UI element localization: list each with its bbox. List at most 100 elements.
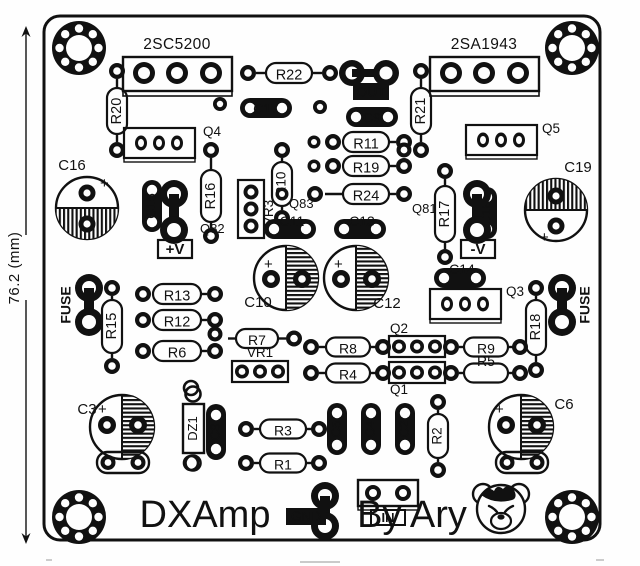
ref-c9: C9 — [363, 110, 381, 126]
dimension-bottom-stub — [46, 559, 604, 563]
ref-q82: Q82 — [200, 221, 225, 236]
capacitor-c2: C2 — [395, 403, 415, 455]
polarity-plus: + — [540, 229, 549, 246]
ref-c16: C16 — [58, 157, 86, 174]
ref-r8: R8 — [339, 341, 357, 357]
ref-c13: C13 — [349, 213, 375, 229]
resistor: R2 — [426, 394, 450, 478]
mounting-hole — [52, 490, 106, 544]
ref-r9: R9 — [477, 341, 495, 357]
ref-c14: C14 — [449, 261, 475, 277]
polarity-plus: + — [98, 401, 107, 418]
ref-r22: R22 — [276, 68, 303, 84]
polarity-plus: + — [100, 175, 109, 192]
ref-c12: C12 — [373, 295, 401, 312]
ref-c2: C2 — [396, 421, 411, 438]
ref-r17: R17 — [437, 201, 453, 228]
resistor: R4 — [303, 362, 391, 384]
vminus-label: -V — [471, 241, 486, 258]
vplus-pad-group: +V — [156, 180, 194, 260]
capacitor-c14: C14 — [434, 261, 486, 288]
ref-c8: C8 — [207, 424, 222, 441]
device-label-npn: 2SC5200 — [143, 36, 210, 53]
ref-r1: R1 — [274, 457, 292, 473]
mounting-holes-group — [52, 21, 599, 544]
resistor: R24 — [307, 182, 412, 206]
ref-r11: R11 — [353, 137, 379, 153]
device-label-pnp: 2SA1943 — [451, 36, 518, 53]
capacitor-c11: C11 — [264, 213, 316, 239]
polarity-plus: + — [495, 401, 504, 418]
vminus-pad-group: -V — [459, 180, 497, 260]
ref-r5: R5 — [477, 353, 495, 369]
board-title: DXAmp — [140, 494, 271, 536]
capacitor-c3-pads — [95, 450, 151, 475]
resistor: R13 — [135, 282, 223, 306]
resistor: R6 — [135, 339, 223, 363]
out-pad-label: OUT — [356, 84, 386, 100]
resistor: R12 — [135, 308, 223, 332]
board-author: By Ary — [357, 494, 467, 536]
ref-q2: Q2 — [390, 321, 408, 336]
ref-c10: C10 — [244, 294, 272, 311]
resistor: R22 — [240, 61, 338, 85]
in-header-label: IN — [382, 510, 395, 525]
ref-r20: R20 — [109, 98, 125, 125]
via-pads — [182, 97, 412, 472]
mounting-hole — [545, 21, 599, 75]
polarity-plus: + — [264, 256, 273, 273]
resistor: R17 — [433, 163, 457, 265]
resistor: R20 — [105, 63, 129, 158]
footprint-q4 — [122, 126, 197, 163]
resistor: R16 — [199, 142, 223, 244]
capacitor-c4: C4 — [361, 403, 381, 455]
resistor: R3 — [238, 418, 327, 440]
ref-r15: R15 — [104, 313, 120, 340]
ref-c5: C5 — [328, 421, 343, 438]
capacitor-c3: + C3 — [77, 393, 156, 475]
ref-r7: R7 — [248, 332, 266, 348]
ref-c17: C17 — [253, 101, 279, 117]
ref-r13: R13 — [164, 289, 191, 305]
vplus-label: +V — [166, 241, 185, 258]
out-pad-group: OUT — [339, 60, 399, 100]
fuse-right-group: FUSE — [548, 274, 593, 336]
ref-r19: R19 — [353, 161, 380, 177]
footprint-vr3: VR3 — [236, 178, 276, 240]
resistor: R5 — [443, 353, 528, 384]
fuse-left-label: FUSE — [58, 286, 74, 323]
ref-c19: C19 — [564, 159, 592, 176]
ref-q81: Q81 — [412, 201, 437, 216]
footprint-q5 — [464, 123, 539, 160]
fuse-left-group: FUSE — [58, 274, 103, 336]
fuse-right-label: FUSE — [577, 286, 593, 323]
resistor: R8 — [303, 336, 391, 358]
capacitor-c6: + C6 — [487, 393, 574, 475]
dimension-left-label: 76.2 (mm) — [6, 232, 23, 305]
mounting-hole — [52, 21, 106, 75]
resistor: R21 — [409, 63, 433, 158]
polarity-plus: + — [334, 256, 343, 273]
ref-c3: C3 — [77, 401, 96, 418]
ref-r21: R21 — [413, 98, 429, 125]
gnd-pad-group: GND — [286, 482, 339, 540]
ref-dz1: DZ1 — [185, 416, 200, 441]
ref-r16: R16 — [203, 183, 219, 210]
ref-r12: R12 — [164, 315, 191, 331]
ref-r4: R4 — [339, 367, 357, 383]
resistor: R7 — [228, 327, 302, 350]
ref-c6: C6 — [554, 396, 573, 413]
ref-q83: Q83 — [289, 196, 314, 211]
resistor: R19 — [325, 154, 412, 178]
ref-r24: R24 — [353, 189, 380, 205]
capacitor-c9: C9 — [346, 107, 398, 127]
ref-r6: R6 — [168, 346, 187, 362]
resistor: R18 — [524, 280, 548, 378]
device-footprint-npn — [121, 55, 234, 97]
capacitor-c17: C17 — [240, 98, 292, 118]
mounting-hole — [545, 490, 599, 544]
gnd-pad-label: GND — [291, 509, 321, 524]
resistor: R1 — [238, 452, 327, 474]
